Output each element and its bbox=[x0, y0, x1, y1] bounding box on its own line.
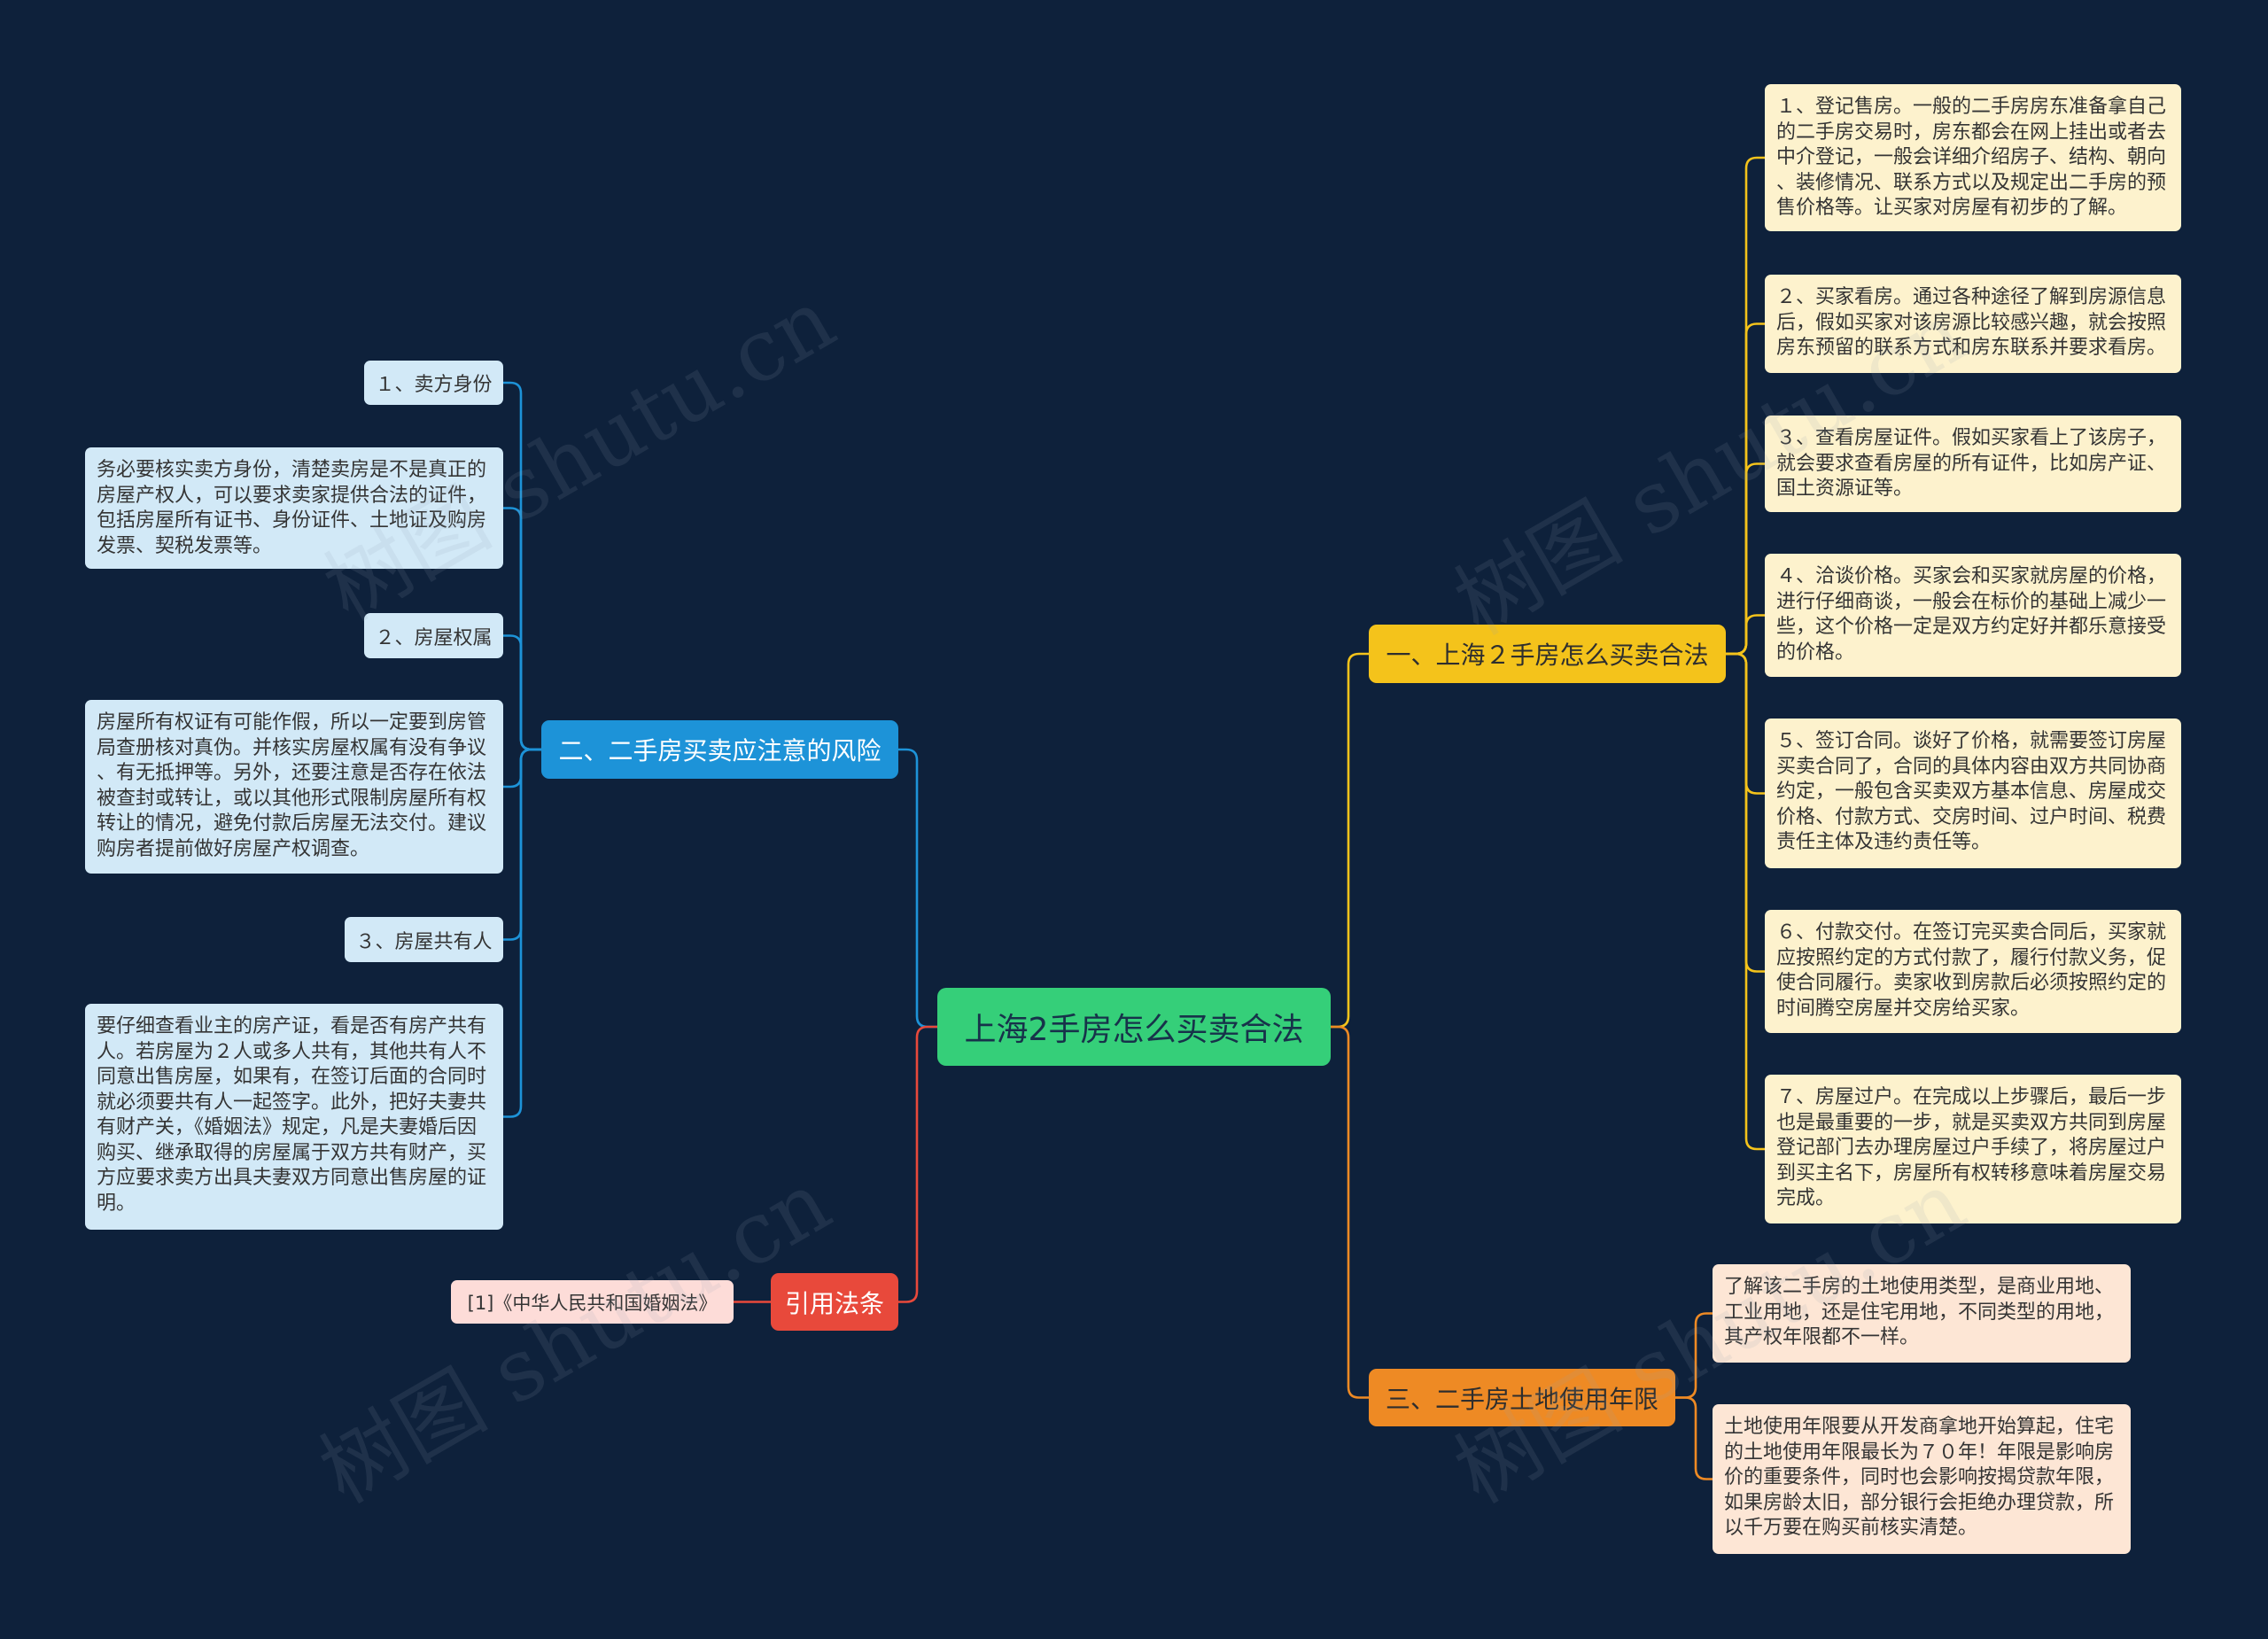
law-citation-1: [1]《中华人民共和国婚姻法》 bbox=[451, 1280, 734, 1324]
land-note-1: 了解该二手房的土地使用类型，是商业用地、 工业用地，还是住宅用地，不同类型的用地… bbox=[1713, 1264, 2131, 1363]
connector-purchase-step-7 bbox=[1724, 652, 1767, 1151]
branch-land-use-term: 三、二手房土地使用年限 bbox=[1369, 1369, 1675, 1426]
connector-land-note-2 bbox=[1674, 1396, 1714, 1480]
risk-detail-property-ownership: 房屋所有权证有可能作假，所以一定要到房管 局查册核对真伪。并核实房屋权属有没有争… bbox=[85, 700, 503, 874]
land-note-2: 土地使用年限要从开发商拿地开始算起，住宅 的土地使用年限最长为７０年！年限是影响… bbox=[1713, 1404, 2131, 1554]
risk-label-seller-identity: １、卖方身份 bbox=[364, 361, 503, 405]
purchase-step-4: ４、洽谈价格。买家会和买家就房屋的价格， 进行仔细商谈，一般会在标价的基础上减少… bbox=[1765, 554, 2181, 677]
branch-purchase-process: 一、上海２手房怎么买卖合法 bbox=[1369, 625, 1726, 683]
branch-transaction-risks: 二、二手房买卖应注意的风险 bbox=[541, 720, 898, 779]
connector-center-to-purchase bbox=[1329, 652, 1371, 1029]
connector-center-to-law bbox=[897, 1025, 939, 1303]
connector-risk-label-3 bbox=[501, 748, 543, 941]
connector-center-to-land bbox=[1329, 1025, 1371, 1399]
risk-label-co-owners: ３、房屋共有人 bbox=[345, 917, 503, 962]
purchase-step-5: ５、签订合同。谈好了价格，就需要签订房屋 买卖合同了，合同的具体内容由双方共同协… bbox=[1765, 719, 2181, 868]
purchase-step-2: ２、买家看房。通过各种途径了解到房源信息 后，假如买家对该房源比较感兴趣，就会按… bbox=[1765, 275, 2181, 373]
risk-detail-co-owners: 要仔细查看业主的房产证，看是否有房产共有 人。若房屋为２人或多人共有，其他共有人… bbox=[85, 1004, 503, 1230]
connector-center-to-risks bbox=[897, 748, 939, 1029]
connector-risk-label-1 bbox=[501, 381, 543, 751]
purchase-step-7: ７、房屋过户。在完成以上步骤后，最后一步 也是最重要的一步，就是买卖双方共同到房… bbox=[1765, 1075, 2181, 1223]
connector-risk-detail-1 bbox=[501, 507, 543, 751]
purchase-step-3: ３、查看房屋证件。假如买家看上了该房子， 就会要求查看房屋的所有证件，比如房产证… bbox=[1765, 416, 2181, 512]
risk-detail-seller-identity: 务必要核实卖方身份，清楚卖房是不是真正的 房屋产权人，可以要求卖家提供合法的证件… bbox=[85, 447, 503, 569]
central-topic: 上海2手房怎么买卖合法 bbox=[937, 988, 1331, 1066]
connector-risk-detail-3 bbox=[501, 748, 543, 1118]
connector-land-note-1 bbox=[1674, 1312, 1714, 1399]
purchase-step-6: ６、付款交付。在签订完买卖合同后，买家就 应按照约定的方式付款了，履行付款义务，… bbox=[1765, 910, 2181, 1033]
risk-label-property-ownership: ２、房屋权属 bbox=[364, 613, 503, 658]
connector-risk-label-2 bbox=[501, 634, 543, 751]
purchase-step-1: １、登记售房。一般的二手房房东准备拿自己 的二手房交易时，房东都会在网上挂出或者… bbox=[1765, 84, 2181, 231]
branch-cited-law: 引用法条 bbox=[771, 1273, 898, 1331]
